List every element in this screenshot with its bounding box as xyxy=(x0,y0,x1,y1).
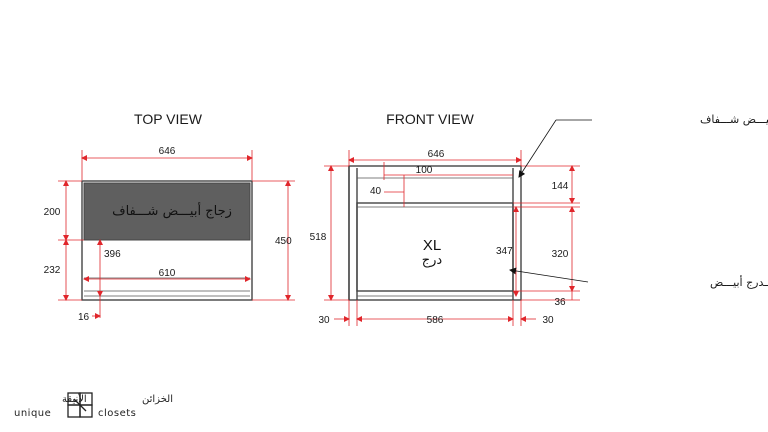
logo-mark-icon xyxy=(67,392,93,418)
front-view-dim-top: 144 xyxy=(552,181,569,192)
front-view-drawer-leader xyxy=(509,267,589,283)
top-view-glass-panel xyxy=(83,182,251,241)
logo-brand-en-right: closets xyxy=(98,408,136,419)
top-view-outline xyxy=(81,180,253,301)
logo-brand-ar-right: الخزائن xyxy=(142,394,173,405)
front-view-dim-drawer: 320 xyxy=(552,249,569,260)
front-view-dim-glass-width: 100 xyxy=(416,165,433,176)
front-view-drawer-size: XL xyxy=(423,237,441,254)
front-view-dim-height: 518 xyxy=(310,232,327,243)
front-view-dim-base: 36 xyxy=(554,297,566,308)
front-view: FRONT VIEW XL درج 646 100 40 347 xyxy=(310,111,768,326)
logo-brand-en-left: unique xyxy=(14,408,51,419)
top-view-dim-width: 646 xyxy=(159,146,176,157)
brand-logo: الأنيقة unique الخزائن closets xyxy=(14,392,173,419)
front-view-dim-glass-offset: 40 xyxy=(370,186,382,197)
top-view-dim-thickness: 16 xyxy=(78,312,90,323)
front-view-drawer-word: درج xyxy=(422,253,443,268)
front-view-dim-side-right: 30 xyxy=(542,315,554,326)
top-view-glass-label: زجاج أبيـــض شـــفاف xyxy=(112,202,232,219)
top-view-title: TOP VIEW xyxy=(134,111,203,127)
front-view-dim-side-left: 30 xyxy=(318,315,330,326)
front-view-title: FRONT VIEW xyxy=(386,111,474,127)
top-view: TOP VIEW زجاج أبيـــض شـــفاف 646 610 45… xyxy=(44,111,295,323)
top-view-dim-inner: 610 xyxy=(159,268,176,279)
top-view-dim-lower: 232 xyxy=(44,265,61,276)
front-view-drawer-front-label: لـون وجه الـدرج أبيـــض xyxy=(710,275,768,289)
front-view-glass-label: زجاج أبيـــض شـــفاف xyxy=(700,112,768,126)
logo-brand-ar-left: الأنيقة xyxy=(62,392,87,405)
front-view-dim-drawer-inner: 347 xyxy=(496,246,513,257)
front-view-dim-inner: 586 xyxy=(427,315,444,326)
top-view-dim-depth: 450 xyxy=(275,236,292,247)
top-view-dim-glass: 200 xyxy=(44,207,61,218)
front-view-dim-width: 646 xyxy=(428,149,445,160)
top-view-dim-offset: 396 xyxy=(104,249,121,260)
